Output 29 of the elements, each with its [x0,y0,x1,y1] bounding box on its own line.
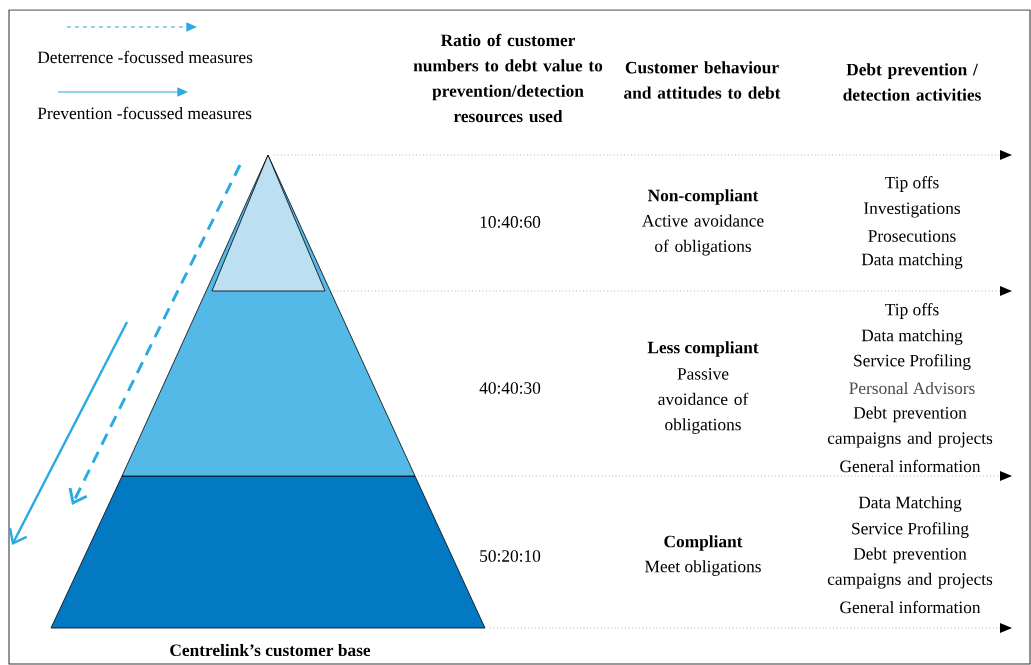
ratio-value: 40:40:30 [479,382,541,394]
activity-text: Data matching [861,329,963,345]
behaviour-text: Passive avoidance of obligations [658,368,749,434]
column-header: Customer behaviour and attitudes to debt [624,61,781,99]
activity-text: Prosecutions [868,230,956,242]
behaviour-text: Meet obligations [645,560,761,576]
activity-text: Investigations [864,202,961,218]
compliance-level: Compliant [664,535,743,551]
compliance-level: Non-compliant [647,189,759,205]
activity-text: Tip offs [885,176,939,192]
activity-text: General information [840,459,981,473]
activity-text: General information [840,600,981,614]
legend-text: Deterrence -focussed measures [37,50,253,64]
activity-text: Debt prevention campaigns and projects [827,406,993,448]
activity-text: Data matching [861,253,963,269]
pyramid-caption: Centrelink’s customer base [170,643,371,657]
activity-text: Tip offs [885,303,939,319]
activity-text: Service Profiling [852,522,969,538]
legend-text: Prevention -focussed measures [37,106,252,120]
ratio-value: 50:20:10 [480,550,541,562]
behaviour-text: Active avoidance of obligations [642,214,764,256]
column-header: Ratio of customer numbers to debt value to prevention/detection resources used [413,33,603,123]
compliance-level: Less compliant [647,341,759,357]
ratio-value: 10:40:60 [480,216,541,228]
column-header: Debt prevention / detection activities [843,63,981,101]
activity-text: Debt prevention campaigns and projects [827,547,993,589]
activity-text: Service Profiling [854,354,971,370]
activity-text: Personal Advisors [849,381,975,395]
activity-text: Data Matching [858,496,962,512]
